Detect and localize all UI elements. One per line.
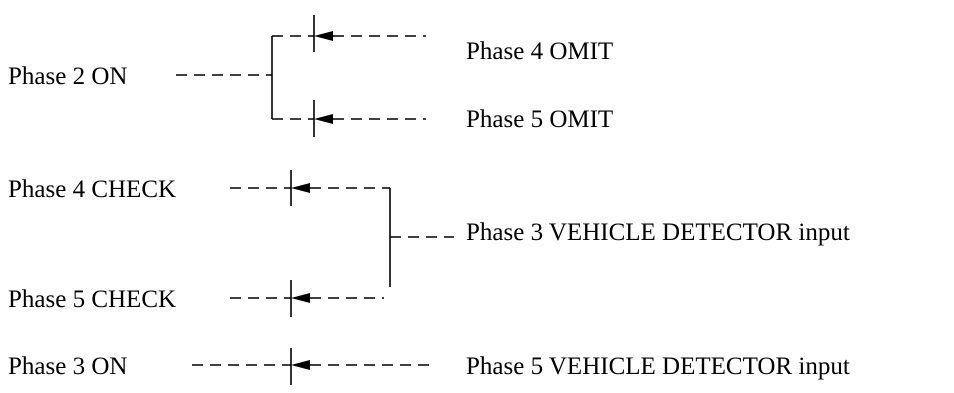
group-phase3-detector: Phase 4 CHECK Phase 5 CHECK Phase 3 VEHI… [8, 170, 850, 317]
arrowhead-phase4-omit [314, 31, 333, 41]
label-phase3-vehicle-detector: Phase 3 VEHICLE DETECTOR input [466, 219, 850, 246]
group-phase2-omit: Phase 2 ON Phase 4 OMIT Phase 5 OMIT [8, 15, 613, 137]
label-phase2-on: Phase 2 ON [8, 63, 127, 90]
arrowhead-phase5-check [291, 293, 310, 303]
arrowhead-phase5-omit [314, 114, 333, 124]
label-phase4-omit: Phase 4 OMIT [466, 38, 613, 65]
label-phase4-check: Phase 4 CHECK [8, 176, 176, 203]
group-phase5-detector: Phase 3 ON Phase 5 VEHICLE DETECTOR inpu… [8, 348, 850, 385]
label-phase5-vehicle-detector: Phase 5 VEHICLE DETECTOR input [466, 353, 850, 380]
label-phase5-check: Phase 5 CHECK [8, 286, 176, 313]
label-phase5-omit: Phase 5 OMIT [466, 106, 613, 133]
arrowhead-phase4-check [291, 183, 310, 193]
arrowhead-phase3-on [291, 360, 310, 370]
label-phase3-on: Phase 3 ON [8, 353, 127, 380]
